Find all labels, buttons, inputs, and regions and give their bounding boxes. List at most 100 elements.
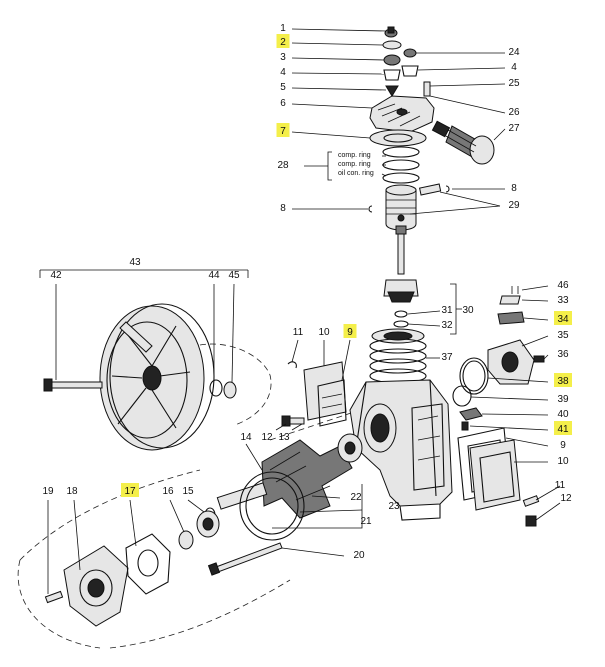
callout-c42: 42 (50, 270, 62, 281)
callout-number-c11a: 11 (293, 327, 304, 338)
callout-number-c18: 18 (66, 486, 78, 497)
callout-c17: 17 (121, 483, 139, 497)
callout-number-c13: 13 (278, 432, 290, 443)
callout-number-c21: 21 (360, 516, 372, 527)
callout-number-c16: 16 (162, 486, 174, 497)
callout-c14: 14 (240, 432, 252, 443)
callout-c23: 23 (388, 501, 400, 512)
callout-c9a: 9 (343, 324, 357, 338)
callout-number-c6: 6 (280, 98, 286, 109)
callout-c44: 44 (208, 270, 220, 281)
callout-number-c24: 24 (508, 47, 520, 58)
callout-number-c14: 14 (240, 432, 252, 443)
callout-c38: 38 (554, 373, 572, 387)
crankshaft (204, 439, 353, 523)
part-19-bolt (44, 590, 64, 604)
callout-highlight-c2 (276, 34, 290, 48)
callout-c46: 46 (557, 280, 569, 291)
callout-number-c7: 7 (280, 126, 286, 137)
callout-number-c28: 28 (277, 160, 289, 171)
part-1-stem (387, 26, 395, 34)
ring-label-oil-control: oil con. ring (338, 170, 374, 177)
callout-c21: 21 (360, 516, 372, 527)
callout-c19: 19 (42, 486, 54, 497)
callout-number-c42: 42 (50, 270, 62, 281)
callout-number-c19: 19 (42, 486, 54, 497)
bearing-carrier (63, 545, 129, 627)
part-24-nut (403, 48, 417, 58)
callout-number-c37: 37 (441, 352, 453, 363)
callout-number-c12a: 12 (261, 432, 273, 443)
callout-c8b: 8 (511, 183, 517, 194)
callout-number-c33: 33 (557, 295, 569, 306)
callout-number-c1: 1 (280, 23, 286, 34)
air-filter (431, 120, 495, 165)
callout-number-c26: 26 (508, 107, 520, 118)
callout-number-c40: 40 (557, 409, 569, 420)
callout-number-c10a: 10 (318, 327, 330, 338)
callout-number-c44: 44 (208, 270, 220, 281)
callout-number-c30: 30 (462, 305, 474, 316)
part-45-nut (223, 381, 237, 399)
callout-c15: 15 (182, 486, 194, 497)
callout-number-c4b: 4 (511, 62, 517, 73)
callout-c12b: 12 (560, 493, 572, 504)
callout-c22: 22 (350, 492, 362, 503)
callout-number-c38: 38 (557, 376, 569, 387)
sight-gauge (287, 361, 347, 427)
callout-c6: 6 (280, 98, 286, 109)
callout-number-c9a: 9 (347, 327, 353, 338)
callout-number-c4a: 4 (280, 67, 286, 78)
callout-c10a: 10 (318, 327, 330, 338)
callout-c11b: 11 (555, 480, 566, 491)
callout-c41: 41 (554, 421, 572, 435)
callout-number-c46: 46 (557, 280, 569, 291)
callout-c20: 20 (353, 550, 365, 561)
callout-c27: 27 (508, 123, 520, 134)
callout-number-c34: 34 (557, 314, 569, 325)
callout-c34: 34 (554, 311, 572, 325)
part-41-plug (461, 421, 469, 431)
callout-highlight-c38 (554, 373, 572, 387)
crankcase (349, 379, 453, 521)
pulley-bolt (43, 378, 103, 392)
callout-c37: 37 (441, 352, 453, 363)
part-16-spacer (178, 530, 194, 550)
callout-highlight-c17 (121, 483, 139, 497)
callout-c28: 28 (277, 160, 289, 171)
callout-c29: 29 (508, 200, 520, 211)
callout-c35: 35 (557, 330, 569, 341)
connecting-rod (383, 225, 419, 328)
callout-highlight-c9a (343, 324, 357, 338)
part-29-wrist-pin (419, 183, 442, 196)
part-15-bearing (196, 510, 220, 538)
callout-number-c15: 15 (182, 486, 194, 497)
callout-c10b: 10 (557, 456, 569, 467)
callout-number-c32: 32 (441, 320, 453, 331)
pulley-outline-dash (199, 343, 272, 426)
end-cover (487, 339, 545, 385)
valve-plate-parts (497, 286, 525, 325)
callout-c9b: 9 (560, 440, 566, 451)
callout-c31: 31 (441, 305, 453, 316)
part-7-gasket (369, 129, 427, 147)
assembly-outline-dash (17, 409, 361, 649)
piston (385, 184, 417, 231)
part-2-washer (382, 40, 402, 50)
callout-number-c8b: 8 (511, 183, 517, 194)
callout-c7: 7 (276, 123, 290, 137)
part-12-bolt (281, 415, 291, 427)
part-40-clip (459, 407, 483, 421)
callout-number-c9b: 9 (560, 440, 566, 451)
callout-c36: 36 (557, 349, 569, 360)
callout-number-c29: 29 (508, 200, 520, 211)
callout-highlight-c34 (554, 311, 572, 325)
long-bolt (207, 542, 283, 576)
callout-highlight-c7 (276, 123, 290, 137)
callout-number-c10b: 10 (557, 456, 569, 467)
part-44-washer (209, 379, 223, 397)
callout-c32: 32 (441, 320, 453, 331)
side-cover-gasket (457, 427, 521, 511)
